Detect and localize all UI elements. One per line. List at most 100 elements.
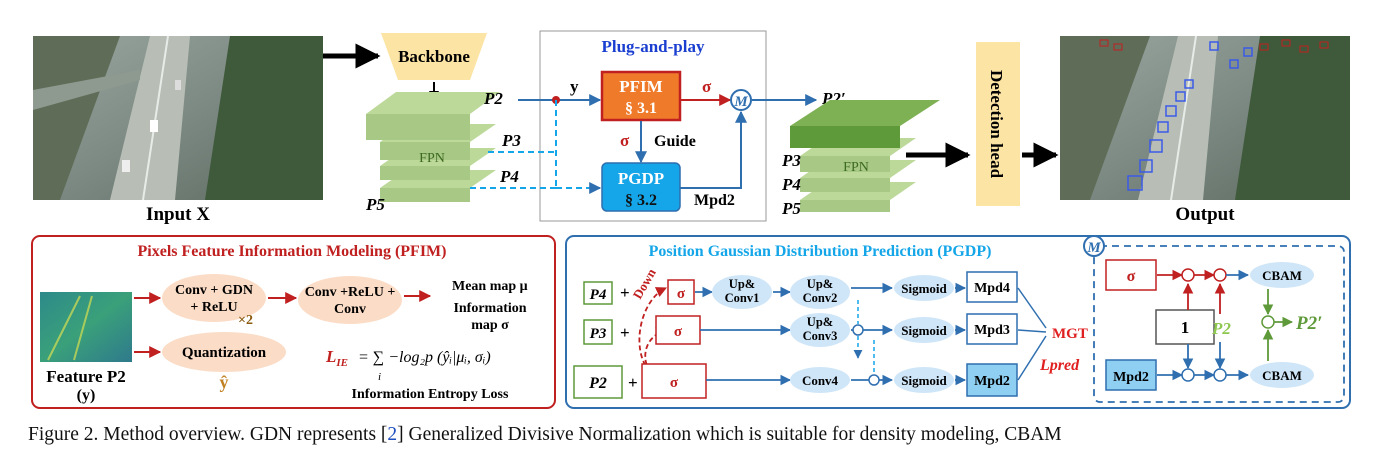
conv-relu-block bbox=[298, 276, 402, 324]
line-mpd2-mgt bbox=[1017, 335, 1047, 381]
loss-lhs: LIE bbox=[325, 347, 348, 369]
mgt-label: MGT bbox=[1052, 326, 1088, 342]
fpn-left-label: FPN bbox=[419, 151, 445, 166]
input-image bbox=[33, 35, 323, 201]
pgdp-sigma-2 bbox=[655, 315, 701, 345]
pgdp-label: PGDP bbox=[618, 169, 664, 188]
sigmoid-3-label: Sigmoid bbox=[901, 373, 947, 388]
detection-head-label: Detection head bbox=[987, 70, 1006, 179]
pgdp-plus-1: + bbox=[620, 283, 630, 302]
info-map-line2: map σ bbox=[471, 318, 509, 333]
pgdp-sigma-3-label: σ bbox=[670, 375, 679, 391]
pgdp-p4-box bbox=[583, 281, 613, 305]
quantization-block bbox=[162, 332, 286, 372]
feature-y-label: (y) bbox=[77, 387, 96, 404]
arrow-pgdp-m bbox=[680, 110, 747, 189]
cbam-bottom-label: CBAM bbox=[1262, 368, 1302, 383]
mpd3-label: Mpd3 bbox=[974, 323, 1010, 338]
m-sum-final bbox=[1261, 315, 1275, 329]
p4-label: P4 bbox=[499, 167, 519, 186]
pfim-panel-title: Pixels Feature Information Modeling (PFI… bbox=[138, 243, 447, 260]
pgdp-panel-title: Position Gaussian Distribution Predictio… bbox=[649, 243, 992, 260]
fpn-stack-left bbox=[366, 92, 500, 202]
sigmoid-2-block bbox=[894, 317, 954, 343]
caption-ref-link[interactable]: 2 bbox=[387, 424, 398, 445]
cbam-top-label: CBAM bbox=[1262, 268, 1302, 283]
merge-m-circle bbox=[730, 89, 752, 111]
mpd2-top-label: Mpd2 bbox=[694, 192, 735, 209]
m-one-box bbox=[1155, 309, 1215, 345]
add-r2 bbox=[852, 324, 864, 336]
upconv2-block bbox=[790, 275, 850, 309]
sigmoid-3-block bbox=[894, 367, 954, 393]
y-hat-label: ŷ bbox=[220, 372, 229, 392]
conv-gdn-line2: + ReLU bbox=[190, 300, 237, 315]
p5-right-label: P5 bbox=[781, 199, 801, 218]
cbam-bottom-block bbox=[1250, 362, 1314, 388]
pgdp-sigma-1-label: σ bbox=[677, 286, 686, 302]
feature-p2-label: Feature P2 bbox=[46, 367, 125, 386]
loss-rhs: = ∑ −log₂p (ŷᵢ|μᵢ, σᵢ) bbox=[358, 349, 491, 366]
merge-m-label: M bbox=[733, 94, 748, 110]
conv-gdn-block bbox=[162, 274, 266, 322]
output-label: Output bbox=[1175, 204, 1235, 225]
mpd4-label: Mpd4 bbox=[974, 281, 1010, 296]
m-p2-prime-label: P2′ bbox=[1295, 313, 1322, 334]
upconv3-block bbox=[790, 313, 850, 347]
method-overview-diagram: Input X Backbone FPN P2 P3 P4 P5 Plug-an… bbox=[31, 30, 1351, 409]
pgdp-p2-label: P2 bbox=[588, 375, 607, 392]
sigmoid-1-block bbox=[894, 275, 954, 301]
line-mpd3-mgt bbox=[1017, 329, 1047, 333]
sigmoid-2-label: Sigmoid bbox=[901, 323, 947, 338]
upconv2-line1: Up& bbox=[807, 277, 833, 291]
pgdp-sigma-3 bbox=[641, 363, 707, 399]
fpn-right-label: FPN bbox=[843, 160, 869, 175]
conv4-block bbox=[790, 367, 850, 393]
guide-label: Guide bbox=[654, 133, 696, 150]
sigma-top-label: σ bbox=[702, 77, 712, 96]
mean-map-label: Mean map μ bbox=[452, 279, 528, 294]
figure-caption: Figure 2. Method overview. GDN represent… bbox=[28, 424, 1368, 446]
pfim-panel bbox=[31, 235, 556, 409]
m-add-top bbox=[1181, 268, 1195, 282]
conv-relu-line1: Conv +ReLU + bbox=[305, 285, 396, 300]
p3-right-label: P3 bbox=[781, 151, 801, 170]
feature-p2-image bbox=[40, 292, 132, 362]
upconv1-block bbox=[712, 275, 772, 309]
mpd2-label: Mpd2 bbox=[974, 374, 1010, 389]
add-r3 bbox=[868, 374, 880, 386]
info-map-line1: Information bbox=[453, 301, 526, 316]
sigma-guide-label: σ bbox=[620, 131, 630, 150]
conv4-label: Conv4 bbox=[802, 373, 839, 388]
backbone-block bbox=[381, 33, 487, 80]
loss-name: Information Entropy Loss bbox=[352, 387, 509, 402]
m-mpd2-box bbox=[1105, 359, 1157, 391]
m-mul-bottom bbox=[1213, 368, 1227, 382]
caption-suffix: ] Generalized Divisive Normalization whi… bbox=[397, 424, 1062, 445]
p2-label: P2 bbox=[483, 89, 503, 108]
pgdp-p4-label: P4 bbox=[590, 287, 607, 303]
pgdp-p3-label: P3 bbox=[590, 326, 607, 342]
p4-right-label: P4 bbox=[781, 175, 801, 194]
m-one-label: 1 bbox=[1181, 318, 1190, 337]
m-mul-top bbox=[1213, 268, 1227, 282]
quantization-label: Quantization bbox=[182, 345, 267, 361]
caption-prefix: Figure 2. Method overview. GDN represent… bbox=[28, 424, 388, 445]
pgdp-sigma-2-label: σ bbox=[674, 324, 683, 340]
cbam-top-block bbox=[1250, 262, 1314, 288]
pfim-section: § 3.1 bbox=[625, 100, 657, 117]
m-sigma-label: σ bbox=[1127, 268, 1136, 285]
pgdp-sigma-1 bbox=[667, 279, 695, 305]
m-sigma-box bbox=[1105, 259, 1157, 291]
mpd4-box bbox=[966, 271, 1018, 303]
backbone-label: Backbone bbox=[398, 47, 470, 66]
m-mpd2-label: Mpd2 bbox=[1113, 370, 1149, 385]
input-label: Input X bbox=[146, 204, 210, 225]
sigmoid-1-label: Sigmoid bbox=[901, 281, 947, 296]
pfim-block bbox=[600, 70, 682, 122]
m-p2-label: P2 bbox=[1211, 319, 1231, 338]
pgdp-plus-3: + bbox=[628, 373, 638, 392]
pgdp-plus-2: + bbox=[620, 323, 630, 342]
p3-label: P3 bbox=[501, 131, 521, 150]
times-two-label: ×2 bbox=[238, 313, 253, 328]
